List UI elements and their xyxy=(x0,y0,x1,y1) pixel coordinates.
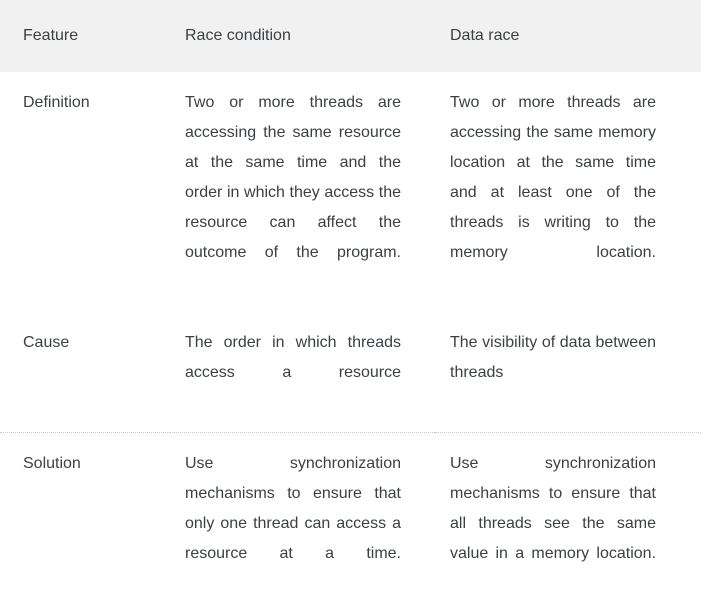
row-label-definition: Definition xyxy=(0,72,170,312)
cell-text: Use synchronization mechanisms to ensure… xyxy=(450,449,656,599)
cell-text: The order in which threads access a reso… xyxy=(185,328,401,418)
cell-text: The visibility of data between threads xyxy=(450,328,656,388)
cell-cause-race-condition: The order in which threads access a reso… xyxy=(170,312,435,433)
table-header: Feature Race condition Data race xyxy=(0,0,701,72)
row-label-cause: Cause xyxy=(0,312,170,433)
column-header-data-race: Data race xyxy=(435,0,701,72)
cell-text: Use synchronization mechanisms to ensure… xyxy=(185,449,401,599)
table-row: Solution Use synchronization mechanisms … xyxy=(0,433,701,613)
cell-solution-race-condition: Use synchronization mechanisms to ensure… xyxy=(170,433,435,613)
table-header-row: Feature Race condition Data race xyxy=(0,0,701,72)
cell-definition-data-race: Two or more threads are accessing the sa… xyxy=(435,72,701,312)
cell-definition-race-condition: Two or more threads are accessing the sa… xyxy=(170,72,435,312)
cell-cause-data-race: The visibility of data between threads xyxy=(435,312,701,433)
table-body: Definition Two or more threads are acces… xyxy=(0,72,701,613)
table-row: Definition Two or more threads are acces… xyxy=(0,72,701,312)
column-header-feature: Feature xyxy=(0,0,170,72)
row-label-solution: Solution xyxy=(0,433,170,613)
table-row: Cause The order in which threads access … xyxy=(0,312,701,433)
column-header-race-condition: Race condition xyxy=(170,0,435,72)
cell-text: Two or more threads are accessing the sa… xyxy=(450,88,656,298)
cell-solution-data-race: Use synchronization mechanisms to ensure… xyxy=(435,433,701,613)
cell-text: Two or more threads are accessing the sa… xyxy=(185,88,401,298)
